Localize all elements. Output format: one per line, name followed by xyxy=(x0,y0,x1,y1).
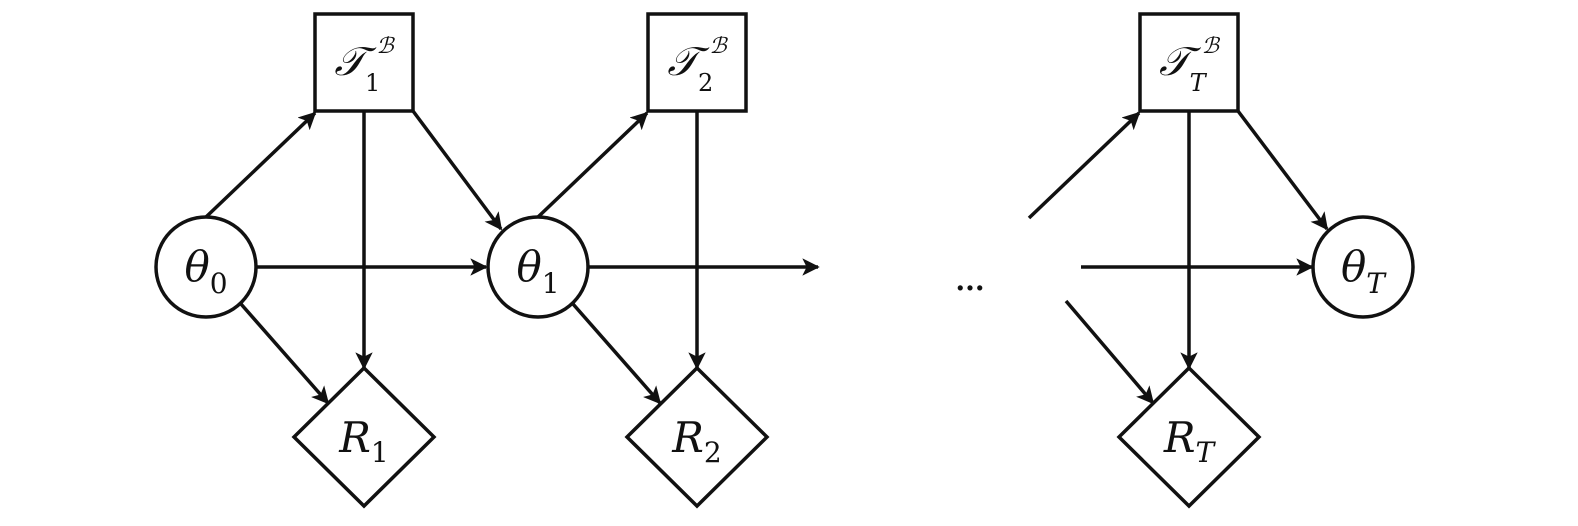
tau1-node: 𝒯1ℬ xyxy=(313,12,415,113)
rT-node: RT xyxy=(1116,365,1262,509)
theta0-node: θ0 xyxy=(154,215,258,319)
edge-tau1-to-theta1 xyxy=(411,109,503,231)
tauT-node: 𝒯Tℬ xyxy=(1138,12,1240,113)
tau2-node: 𝒯2ℬ xyxy=(646,12,748,113)
r2-node: R2 xyxy=(624,365,770,509)
edge-theta0-to-tau1 xyxy=(204,111,317,219)
theta0-label: θ0 xyxy=(184,242,227,300)
thetaT-label: θT xyxy=(1341,242,1387,300)
thetaT-node: θT xyxy=(1311,215,1415,319)
edge-prev-to-tauT xyxy=(1027,111,1141,220)
edge-prev-to-rT xyxy=(1064,299,1155,405)
theta1-node: θ1 xyxy=(486,215,590,319)
edges xyxy=(204,109,1329,405)
edge-theta1-to-r2 xyxy=(571,302,662,405)
ellipsis: ... xyxy=(955,264,984,297)
edge-tauT-to-thetaT xyxy=(1236,109,1329,231)
r2-label: R2 xyxy=(671,413,721,469)
rT-label: RT xyxy=(1163,413,1217,469)
r1-label: R1 xyxy=(338,413,388,469)
edge-theta1-to-tau2 xyxy=(536,111,649,219)
theta1-label: θ1 xyxy=(516,242,559,300)
r1-node: R1 xyxy=(291,365,437,509)
tauT-label: 𝒯Tℬ xyxy=(1159,34,1221,97)
edge-theta0-to-r1 xyxy=(239,302,330,405)
